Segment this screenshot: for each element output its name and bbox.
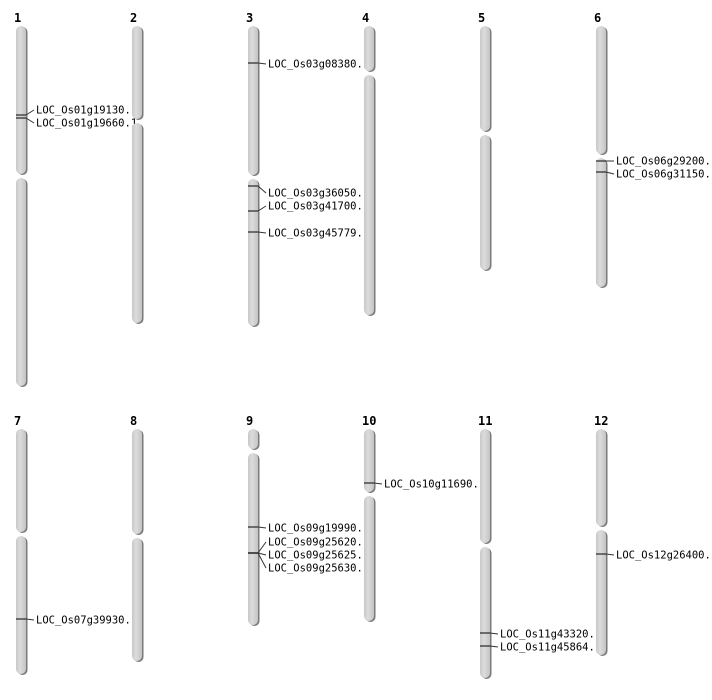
gene-connector bbox=[257, 231, 267, 234]
chromosome-number: 1 bbox=[14, 11, 21, 25]
chromosome-number: 11 bbox=[478, 414, 492, 428]
gene-connector bbox=[25, 117, 35, 124]
gene-connector bbox=[25, 618, 35, 621]
chromosome-arm bbox=[248, 453, 258, 625]
chromosome-arm bbox=[16, 536, 26, 674]
chromosome-arm bbox=[480, 429, 490, 543]
chromosome-arm bbox=[132, 26, 142, 119]
chromosome-arm bbox=[364, 496, 374, 621]
gene-label[interactable]: LOC_Os09g25620.1 bbox=[268, 537, 369, 549]
chromosome-arm bbox=[16, 178, 26, 386]
gene-connector bbox=[489, 645, 499, 648]
gene-label[interactable]: LOC_Os03g36050.1 bbox=[268, 188, 369, 200]
gene-connector bbox=[257, 62, 267, 65]
chromosome-arm bbox=[132, 123, 142, 323]
chromosome-arm bbox=[248, 429, 258, 449]
gene-connector bbox=[257, 185, 267, 194]
gene-label[interactable]: LOC_Os11g43320.1 bbox=[500, 629, 601, 641]
chromosome-number: 9 bbox=[246, 414, 253, 428]
chromosome-arm bbox=[132, 429, 142, 534]
gene-label[interactable]: LOC_Os03g41700.1 bbox=[268, 201, 369, 213]
gene-connector bbox=[257, 552, 267, 569]
gene-label[interactable]: LOC_Os09g25630.1 bbox=[268, 563, 369, 575]
chromosome-3: 3LOC_Os03g08380.1LOC_Os03g36050.1LOC_Os0… bbox=[246, 11, 369, 327]
chromosome-2: 2 bbox=[130, 11, 144, 324]
gene-label[interactable]: LOC_Os06g29200.1 bbox=[616, 156, 712, 168]
gene-label[interactable]: LOC_Os03g08380.1 bbox=[268, 59, 369, 71]
gene-connector bbox=[605, 171, 615, 175]
chromosome-arm bbox=[596, 26, 606, 154]
chromosome-arm bbox=[480, 26, 490, 131]
gene-connector bbox=[257, 541, 267, 554]
chromosome-arm bbox=[364, 26, 374, 71]
chromosome-arm bbox=[596, 158, 606, 287]
chromosome-5: 5 bbox=[478, 11, 492, 271]
chromosome-number: 2 bbox=[130, 11, 137, 25]
chromosome-4: 4 bbox=[362, 11, 376, 316]
gene-label[interactable]: LOC_Os07g39930.1 bbox=[36, 615, 137, 627]
gene-connector bbox=[605, 553, 615, 556]
gene-connector bbox=[257, 526, 267, 529]
gene-label[interactable]: LOC_Os09g19990.1 bbox=[268, 523, 369, 535]
chromosome-arm bbox=[248, 179, 258, 326]
gene-connector bbox=[25, 109, 35, 116]
chromosome-arm bbox=[248, 26, 258, 175]
gene-label[interactable]: LOC_Os09g25625.1 bbox=[268, 550, 369, 562]
chromosome-9: 9LOC_Os09g19990.1LOC_Os09g25620.1LOC_Os0… bbox=[246, 414, 369, 626]
gene-connector bbox=[373, 482, 383, 485]
chromosome-number: 5 bbox=[478, 11, 485, 25]
chromosome-number: 3 bbox=[246, 11, 253, 25]
chromosome-number: 12 bbox=[594, 414, 608, 428]
chromosome-number: 8 bbox=[130, 414, 137, 428]
gene-connector bbox=[489, 632, 499, 635]
chromosome-arm bbox=[132, 538, 142, 661]
chromosome-arm bbox=[480, 547, 490, 678]
chromosome-8: 8 bbox=[130, 414, 144, 662]
gene-connector bbox=[257, 205, 267, 212]
gene-label[interactable]: LOC_Os12g26400.1 bbox=[616, 550, 712, 562]
chromosome-number: 10 bbox=[362, 414, 376, 428]
chromosome-number: 6 bbox=[594, 11, 601, 25]
gene-label[interactable]: LOC_Os03g45779.1 bbox=[268, 228, 369, 240]
gene-label[interactable]: LOC_Os01g19660.1 bbox=[36, 118, 137, 130]
chromosome-arm bbox=[480, 135, 490, 270]
gene-label[interactable]: LOC_Os10g11690.1 bbox=[384, 479, 485, 491]
chromosome-arm bbox=[364, 75, 374, 315]
chromosome-arm bbox=[596, 429, 606, 526]
chromosome-arm bbox=[16, 26, 26, 174]
chromosome-arm bbox=[16, 429, 26, 532]
chromosome-arm bbox=[596, 530, 606, 655]
chromosome-number: 7 bbox=[14, 414, 21, 428]
chromosome-arm bbox=[364, 429, 374, 492]
gene-connector bbox=[257, 552, 267, 556]
gene-label[interactable]: LOC_Os11g45864.1 bbox=[500, 642, 601, 654]
chromosome-number: 4 bbox=[362, 11, 369, 25]
gene-label[interactable]: LOC_Os01g19130.1 bbox=[36, 105, 137, 117]
gene-label[interactable]: LOC_Os06g31150.1 bbox=[616, 169, 712, 181]
